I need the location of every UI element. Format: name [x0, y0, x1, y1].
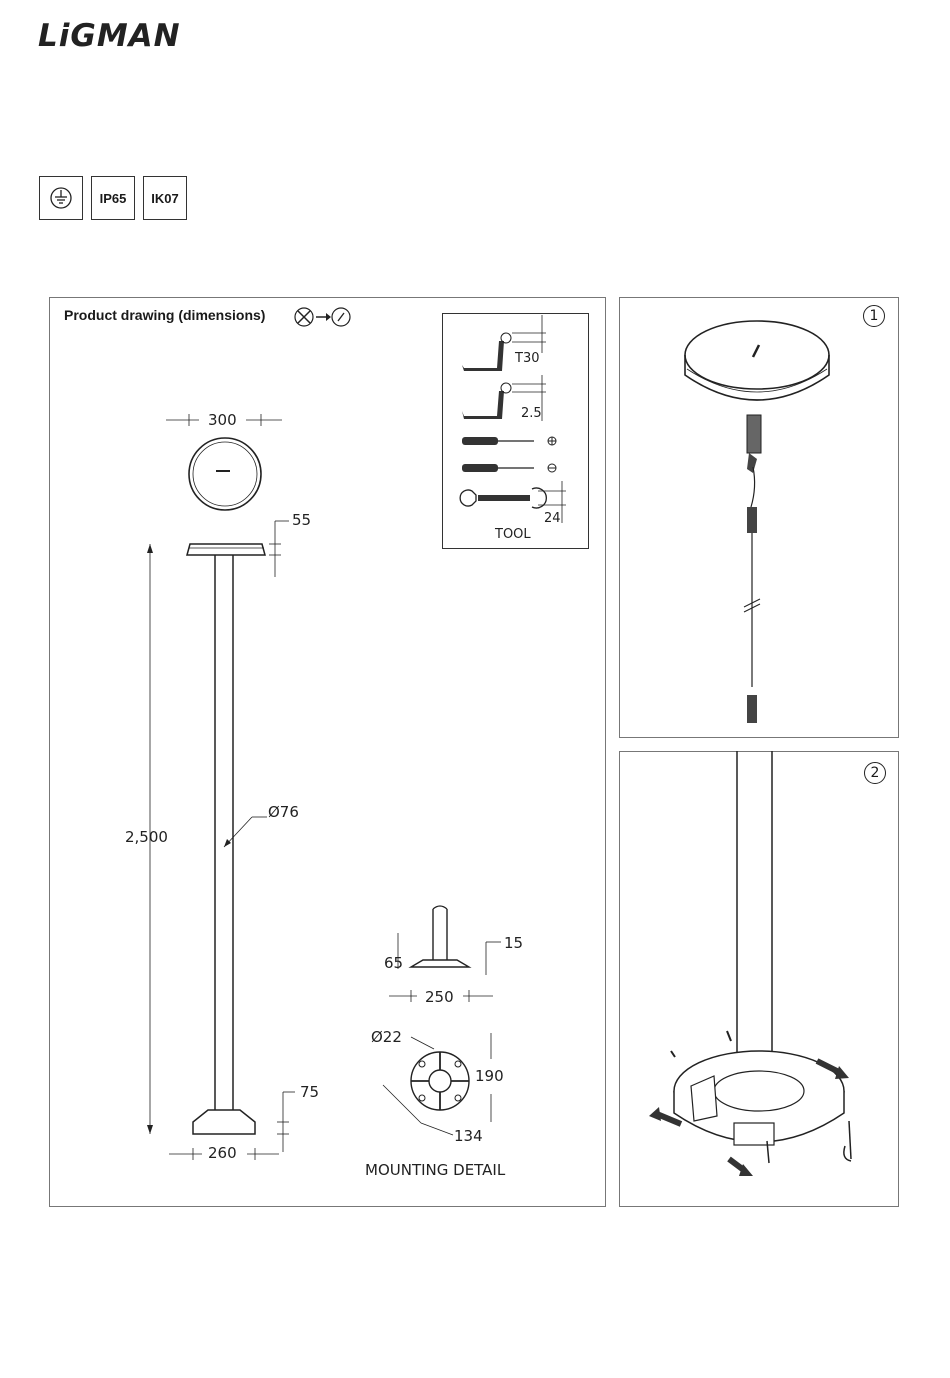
dim-plate-thickness: 15 [504, 934, 523, 952]
dim-plate-width: 250 [425, 988, 454, 1006]
dim-hole-diameter: Ø22 [371, 1028, 402, 1046]
dim-hole-spacing-diagonal: 134 [454, 1127, 483, 1145]
mounting-detail-label: MOUNTING DETAIL [365, 1161, 505, 1179]
dim-total-height: 2,500 [125, 828, 168, 846]
earth-ground-icon [49, 186, 73, 210]
dim-mount-height: 65 [384, 954, 403, 972]
earth-ground-badge [39, 176, 83, 220]
dim-pole-diameter: Ø76 [268, 803, 299, 821]
step-1-illustration [619, 297, 899, 738]
dim-hole-spacing-vertical: 190 [475, 1067, 504, 1085]
dim-head-height: 55 [292, 511, 311, 529]
dim-top-diameter: 300 [208, 411, 237, 429]
dim-base-width: 260 [208, 1144, 237, 1162]
product-elevation-drawing [49, 297, 606, 1207]
ip-rating-badge: IP65 [91, 176, 135, 220]
brand-logo: LiGMAN [38, 18, 181, 54]
step-2-illustration [619, 751, 899, 1207]
dim-base-height: 75 [300, 1083, 319, 1101]
ik-rating-badge: IK07 [143, 176, 187, 220]
